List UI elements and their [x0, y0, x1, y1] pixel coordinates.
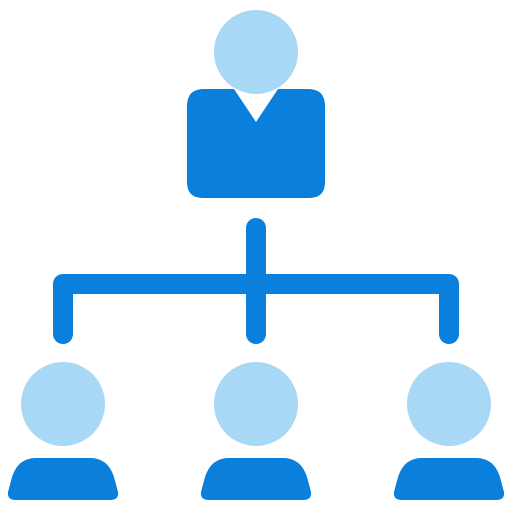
employee-figure-center	[200, 362, 312, 500]
employee-center-head	[214, 362, 298, 446]
manager-body	[187, 89, 325, 198]
employee-center-body	[200, 458, 312, 500]
hierarchy-connectors	[53, 218, 459, 344]
employee-left-body	[7, 458, 119, 500]
manager-head	[214, 10, 298, 94]
employee-right-head	[407, 362, 491, 446]
employee-figure-right	[393, 362, 505, 500]
manager-figure	[187, 10, 325, 198]
employee-right-body	[393, 458, 505, 500]
employee-left-head	[21, 362, 105, 446]
employee-figure-left	[7, 362, 119, 500]
